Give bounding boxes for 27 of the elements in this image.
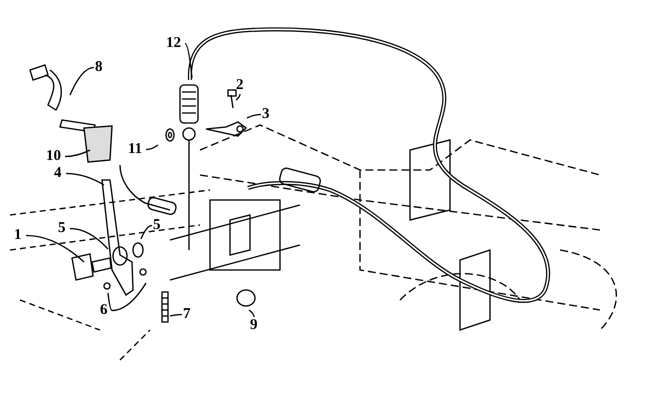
leader-line [170,314,182,317]
leader-line [66,172,104,186]
leader-line [236,94,241,100]
leader-line [70,228,108,250]
callout-number: 3 [262,107,270,122]
callout-number: 1 [14,228,22,243]
callout-number: 5 [153,218,160,233]
callout-number: 7 [183,307,190,322]
callout-number: 2 [236,78,244,93]
leader-line [146,144,158,150]
leader-line [246,114,262,119]
callout-number: 12 [166,36,181,51]
callout-number: 9 [250,318,258,333]
callout-number: 10 [46,149,61,164]
leader-line [112,282,147,312]
callout-number: 6 [100,303,108,318]
callout-number: 11 [128,142,142,157]
callout-number: 4 [54,166,62,181]
leader-line [64,149,90,158]
leader-line [26,234,84,262]
leader-line [69,66,94,96]
callout-number: 5 [58,221,66,236]
leader-line [107,292,112,311]
leader-line [248,309,255,318]
leader-line [140,224,152,240]
callout-number: 8 [95,60,102,75]
leader-line [184,43,193,78]
